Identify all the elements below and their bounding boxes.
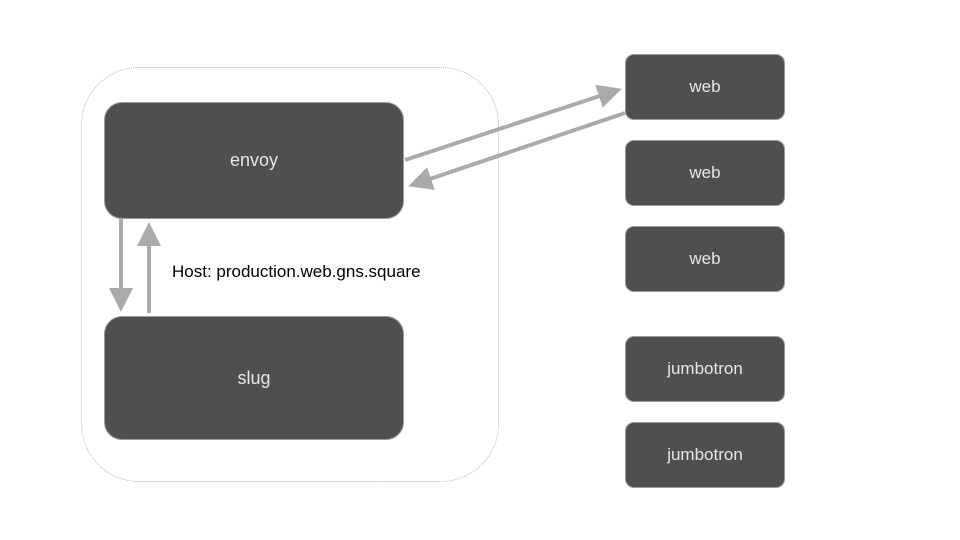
slug-node: slug [104, 316, 404, 440]
jumbotron-node-2: jumbotron [625, 422, 785, 488]
jumbotron-node-1: jumbotron [625, 336, 785, 402]
jumbotron-label: jumbotron [667, 359, 743, 378]
web-node-3: web [625, 226, 785, 292]
host-header-label: Host: production.web.gns.square [172, 262, 421, 281]
web-node-2: web [625, 140, 785, 206]
slug-label: slug [237, 367, 271, 388]
envoy-node: envoy [104, 102, 404, 219]
web-label: web [689, 249, 721, 268]
pod-boundary [81, 67, 499, 482]
jumbotron-label: jumbotron [667, 445, 743, 464]
arrow-web-to-envoy [408, 111, 626, 190]
arrow-envoy-to-web [404, 84, 622, 162]
web-node-1: web [625, 54, 785, 120]
web-label: web [689, 77, 721, 96]
web-label: web [689, 163, 721, 182]
envoy-label: envoy [229, 150, 279, 170]
